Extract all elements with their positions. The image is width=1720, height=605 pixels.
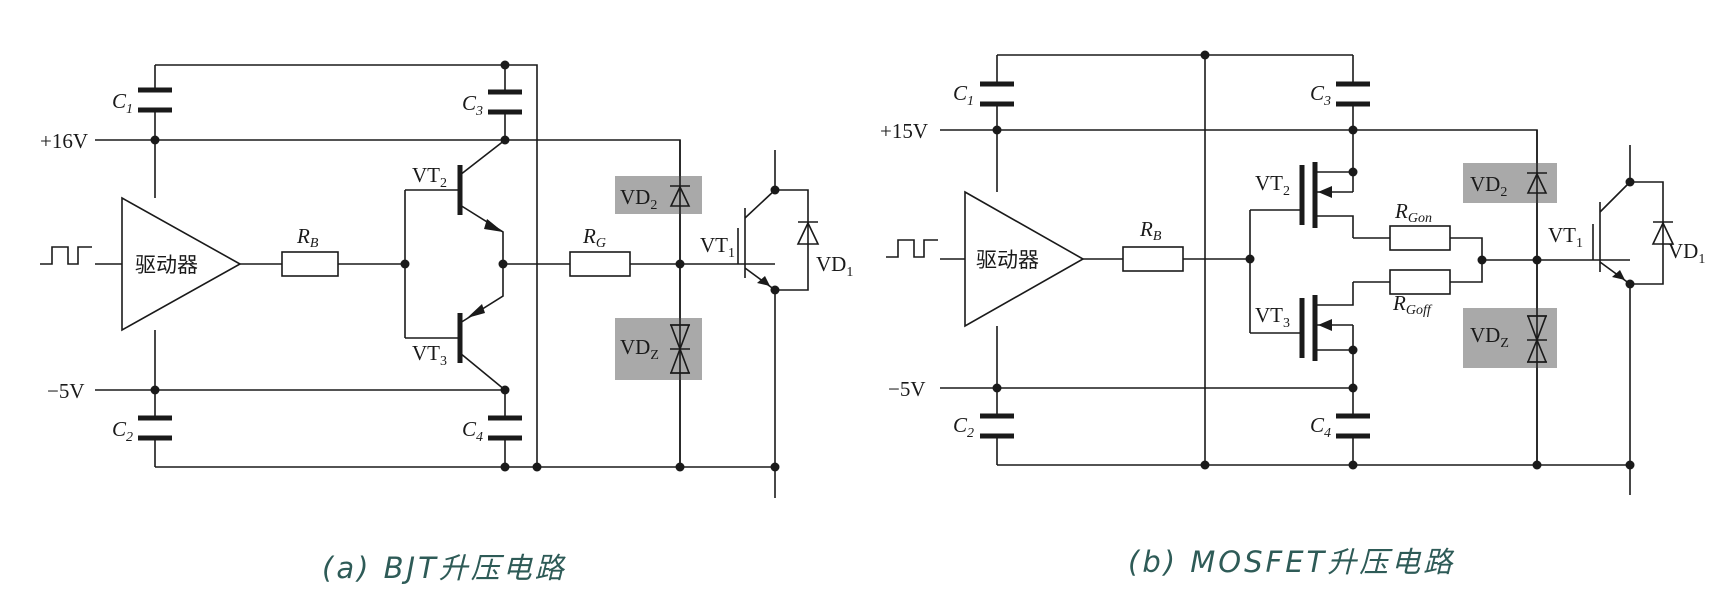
a-pos-label: +16V bbox=[40, 129, 88, 153]
b-c4-label: C4 bbox=[1310, 413, 1331, 441]
circuit-b: +15V −5V 驱动器 C1 C2 C3 C4 RB RGon RGoff V… bbox=[880, 50, 1705, 579]
b-c1-label: C1 bbox=[953, 81, 974, 109]
a-c3-capacitor bbox=[488, 65, 522, 140]
b-pos-label: +15V bbox=[880, 119, 928, 143]
b-vdz-label: VDZ bbox=[1470, 323, 1509, 351]
a-vd2-diode bbox=[669, 185, 691, 207]
b-c2-label: C2 bbox=[953, 413, 974, 441]
b-vdz-diode bbox=[1526, 315, 1548, 363]
b-vt1-igbt bbox=[1592, 145, 1675, 495]
b-vd2-label: VD2 bbox=[1470, 172, 1507, 200]
b-vd2-diode bbox=[1526, 172, 1548, 194]
a-c4-label: C4 bbox=[462, 417, 483, 445]
b-c1-capacitor bbox=[980, 55, 1014, 130]
a-vd2-label: VD2 bbox=[620, 185, 657, 213]
b-rgon-label: RGon bbox=[1394, 199, 1432, 226]
a-caption: (a) BJT升压电路 bbox=[322, 551, 567, 585]
a-c1-capacitor bbox=[138, 65, 172, 140]
b-rgon-resistor bbox=[1389, 225, 1451, 251]
a-neg-label: −5V bbox=[47, 379, 85, 403]
b-driver-label: 驱动器 bbox=[976, 248, 1039, 272]
a-vd1-label: VD1 bbox=[816, 252, 853, 280]
b-vt2-label: VT2 bbox=[1255, 171, 1290, 199]
b-neg-label: −5V bbox=[888, 377, 926, 401]
a-c4-capacitor bbox=[488, 390, 522, 467]
a-square-wave-icon bbox=[40, 246, 92, 265]
a-vdz-label: VDZ bbox=[620, 335, 659, 363]
a-top-rail bbox=[155, 64, 538, 467]
b-rb-resistor bbox=[1122, 246, 1184, 272]
b-vt1-label: VT1 bbox=[1548, 223, 1583, 251]
b-vd1-label: VD1 bbox=[1668, 239, 1705, 267]
a-pos-rail bbox=[95, 139, 681, 467]
a-vd2-highlight bbox=[615, 176, 702, 214]
a-rb-label: RB bbox=[296, 224, 319, 251]
a-vdz-diode bbox=[669, 324, 691, 374]
b-c2-capacitor bbox=[980, 388, 1014, 465]
b-square-wave-icon bbox=[886, 239, 938, 258]
a-rg-label: RG bbox=[582, 224, 606, 251]
b-junction-dots bbox=[992, 50, 1635, 470]
b-driver-amplifier bbox=[886, 130, 1085, 388]
b-caption: (b) MOSFET升压电路 bbox=[1128, 545, 1455, 579]
a-c2-label: C2 bbox=[112, 417, 133, 445]
b-c3-capacitor bbox=[1336, 55, 1370, 130]
circuit-a: +16V −5V 驱动器 C1 C2 C3 C4 RB RG VT2 VT3 V… bbox=[40, 60, 853, 585]
b-vdz-highlight bbox=[1463, 308, 1557, 368]
b-vt2-mosfet bbox=[1299, 130, 1354, 238]
a-rb-resistor bbox=[281, 251, 339, 277]
a-c2-capacitor bbox=[138, 390, 172, 467]
b-rgoff-label: RGoff bbox=[1392, 291, 1433, 318]
a-driver-amplifier bbox=[40, 140, 242, 390]
b-vt3-mosfet bbox=[1299, 282, 1354, 388]
b-c4-capacitor bbox=[1336, 388, 1370, 465]
b-c3-label: C3 bbox=[1310, 81, 1331, 109]
a-vt1-label: VT1 bbox=[700, 233, 735, 261]
a-vt1-igbt bbox=[737, 150, 820, 498]
a-c3-label: C3 bbox=[462, 91, 483, 119]
a-vt2-transistor bbox=[457, 139, 506, 264]
b-pos-rail bbox=[940, 129, 1538, 465]
b-rgoff-resistor bbox=[1389, 269, 1451, 295]
b-rb-label: RB bbox=[1139, 217, 1162, 244]
a-vt2-label: VT2 bbox=[412, 163, 447, 191]
b-vt3-label: VT3 bbox=[1255, 303, 1290, 331]
a-c1-label: C1 bbox=[112, 89, 133, 117]
a-rg-resistor bbox=[569, 251, 631, 277]
a-vt3-transistor bbox=[457, 264, 506, 391]
a-junction-dots bbox=[150, 60, 780, 472]
a-vt3-label: VT3 bbox=[412, 341, 447, 369]
a-driver-label: 驱动器 bbox=[135, 253, 198, 277]
